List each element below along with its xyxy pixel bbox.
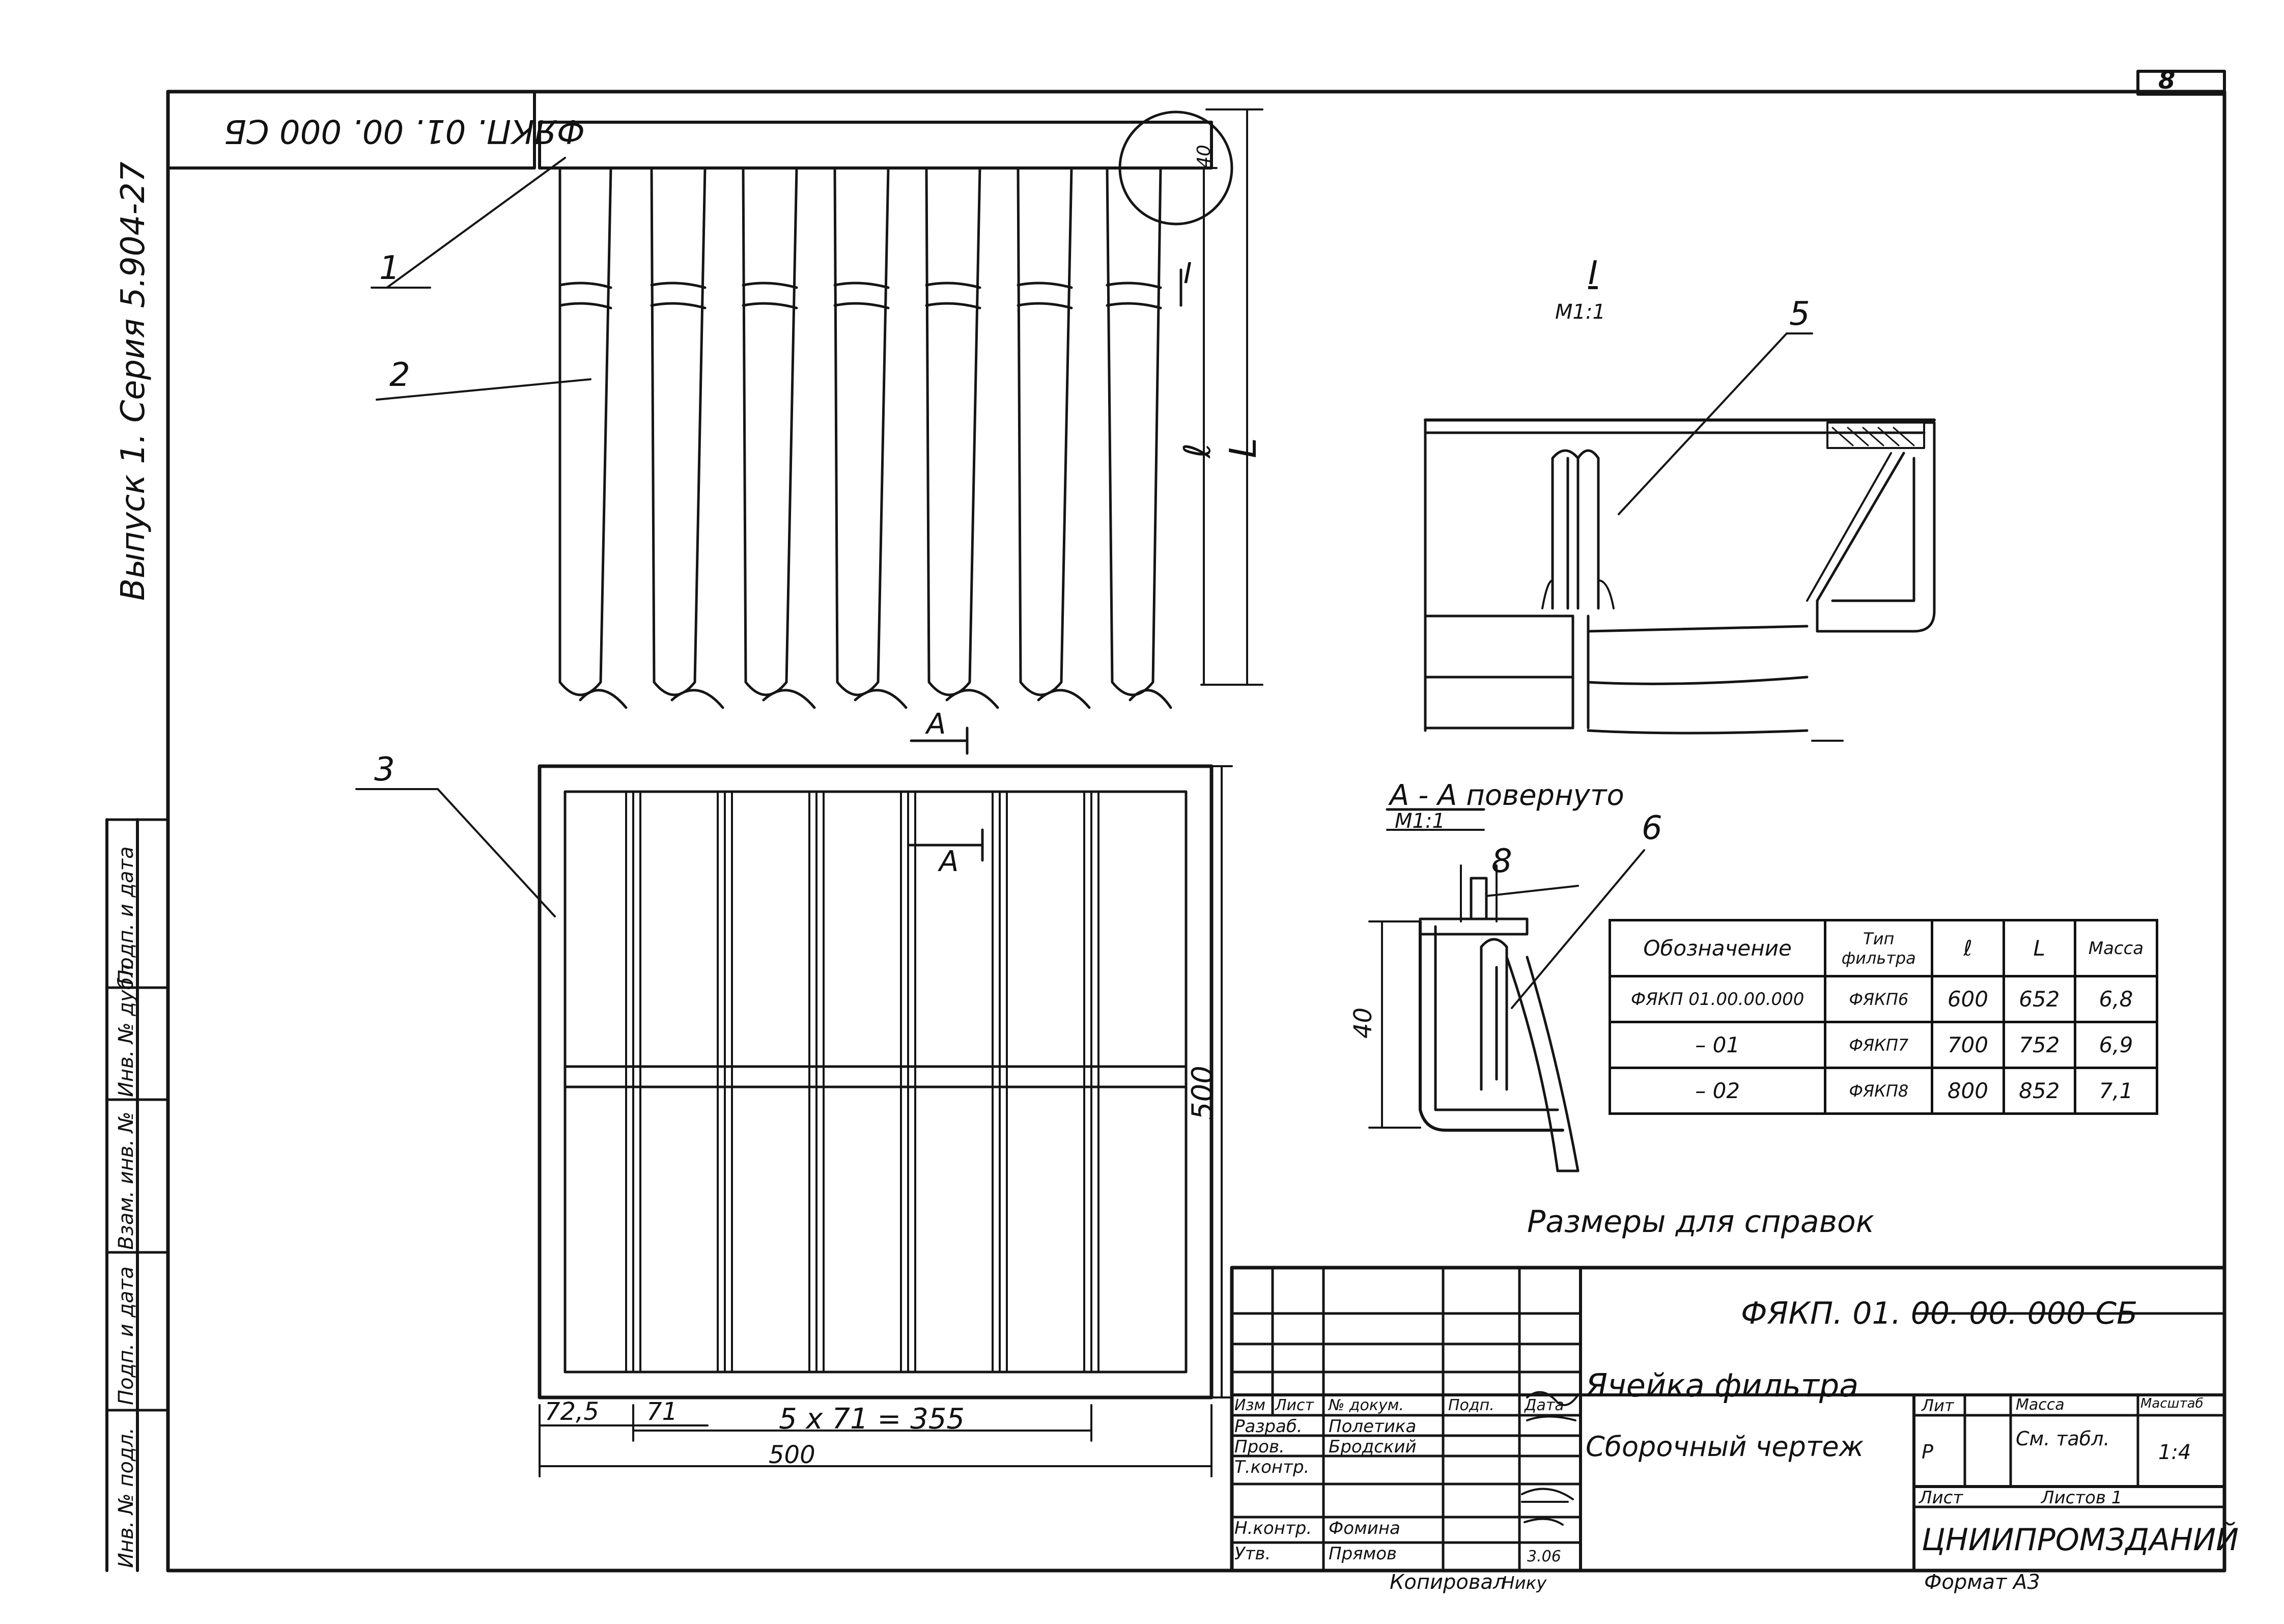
tb-signer-name: Прямов — [1329, 1544, 1397, 1564]
spec-header-mass: Масса — [2073, 919, 2159, 977]
section-I-scale: М1:1 — [1555, 300, 1605, 324]
tb-code: ФЯКП. 01. 00. 00. 000 СБ — [1741, 1296, 2138, 1331]
tb-scale-header: Масштаб — [2140, 1396, 2204, 1411]
tb-mass-header: Масса — [2016, 1396, 2065, 1414]
frame-rods — [625, 791, 1099, 1373]
tb-name-line1: Ячейка фильтра — [1586, 1367, 1859, 1404]
tb-role: Т.контр. — [1234, 1457, 1310, 1477]
tb-scale-value: 1:4 — [2158, 1441, 2191, 1464]
tb-role: Разраб. — [1234, 1416, 1303, 1437]
tb-col-header: Дата — [1525, 1396, 1564, 1414]
spec-cell: ФЯКП7 — [1824, 1021, 1934, 1069]
dim-500-right: 500 — [1186, 1066, 1219, 1120]
table-row: ФЯКП 01.00.00.000 ФЯКП6 600 652 6,8 — [1608, 975, 2159, 1023]
series-label: Выпуск 1. Серия 5.904-27 — [115, 161, 152, 601]
spec-header-type: Тип фильтра — [1824, 919, 1934, 977]
frame-top-bar — [538, 121, 1213, 170]
tb-sheet-label: Лист — [1919, 1488, 1963, 1508]
dim-40: 40 — [1349, 1007, 1377, 1039]
section-a-mark-top: А — [926, 708, 946, 741]
tb-name-line2: Сборочный чертеж — [1586, 1431, 1864, 1463]
section-I-title: I — [1588, 255, 1598, 292]
dim-40-detail: 40 — [1194, 145, 1215, 168]
spec-header-l: ℓ — [1931, 919, 2005, 977]
tb-col-header: № докум. — [1329, 1396, 1404, 1414]
side-stamp-label: Подп. и дата — [115, 1266, 138, 1405]
callout-3: 3 — [374, 751, 395, 789]
callout-8: 8 — [1491, 843, 1512, 880]
corner-box — [2136, 70, 2226, 96]
footer-format: Формат А3 — [1924, 1571, 2040, 1594]
tb-col-header: Подп. — [1448, 1396, 1495, 1414]
tb-role: Н.контр. — [1234, 1518, 1312, 1538]
detail-circle — [1118, 110, 1233, 226]
filter-bags — [558, 166, 1172, 709]
spec-cell: ФЯКП 01.00.00.000 — [1608, 975, 1827, 1023]
top-code-box — [166, 90, 536, 170]
footer-copied: Копировал — [1390, 1571, 1506, 1594]
spec-cell: 6,8 — [2073, 975, 2159, 1023]
spec-cell: 700 — [1931, 1021, 2005, 1069]
side-stamp-label: Инв. № подл. — [115, 1427, 138, 1568]
dim-5x71: 5 x 71 = 355 — [779, 1403, 965, 1436]
spec-header-L: L — [2002, 919, 2076, 977]
spec-cell: ФЯКП6 — [1824, 975, 1934, 1023]
section-a-mark-front: А — [939, 845, 959, 878]
spec-cell: 852 — [2002, 1067, 2076, 1115]
tb-lit-header: Лит — [1922, 1396, 1954, 1415]
spec-cell: ФЯКП8 — [1824, 1067, 1934, 1115]
spec-cell: 6,9 — [2073, 1021, 2159, 1069]
tb-signer-name: Бродский — [1329, 1437, 1417, 1457]
tb-sheets-label: Листов 1 — [2041, 1488, 2123, 1508]
spec-cell: 652 — [2002, 975, 2076, 1023]
frame-inner — [563, 790, 1188, 1374]
table-row: – 01 ФЯКП7 700 752 6,9 — [1608, 1021, 2159, 1069]
spec-header-designation: Обозначение — [1608, 919, 1827, 977]
tb-col-header: Лист — [1275, 1396, 1314, 1414]
tb-role: Утв. — [1234, 1544, 1271, 1564]
dim-500-bottom: 500 — [769, 1441, 815, 1469]
sheet-frame — [166, 90, 2226, 1573]
tb-mass-value: См. табл. — [2016, 1427, 2110, 1450]
spec-cell: 7,1 — [2073, 1067, 2159, 1115]
tb-signer-name: Полетика — [1329, 1416, 1417, 1437]
footer-copied-name: Нику — [1502, 1573, 1547, 1593]
tb-role: Пров. — [1234, 1437, 1285, 1457]
spec-cell: 800 — [1931, 1067, 2005, 1115]
section-aa-scale: М1:1 — [1395, 809, 1445, 833]
detail-mark: I — [1183, 257, 1192, 290]
dim-71: 71 — [646, 1397, 678, 1426]
spec-cell: 600 — [1931, 975, 2005, 1023]
frame-crossbar — [563, 1065, 1188, 1088]
spec-cell: 752 — [2002, 1021, 2076, 1069]
tb-col-header: Изм — [1234, 1396, 1266, 1414]
section-aa-title: А - А повернуто — [1390, 779, 1624, 812]
table-row: – 02 ФЯКП8 800 852 7,1 — [1608, 1067, 2159, 1115]
tb-date-small: 3.06 — [1527, 1548, 1561, 1565]
spec-cell: – 02 — [1608, 1067, 1827, 1115]
callout-6: 6 — [1642, 809, 1662, 847]
dim-l-small: ℓ — [1176, 443, 1219, 458]
callout-5: 5 — [1789, 295, 1810, 333]
spec-table: Обозначение Тип фильтра ℓ L Масса ФЯКП 0… — [1608, 919, 2159, 1115]
callout-2: 2 — [389, 356, 410, 394]
side-stamp-label: Взам. инв. № — [115, 1111, 138, 1250]
dim-L-big: L — [1222, 437, 1264, 458]
tb-organization: ЦНИИПРОМЗДАНИЙ — [1922, 1522, 2239, 1558]
tb-lit-value: Р — [1922, 1441, 1933, 1463]
callout-1: 1 — [379, 249, 400, 287]
corner-page-number: 8 — [2158, 66, 2176, 95]
title-block-frame — [1230, 1266, 2226, 1573]
side-stamp-label: Подп. и дата — [115, 846, 138, 985]
top-code-rotated: ФЯКП. 01. 00. 000 СБ — [224, 112, 585, 150]
dim-72-5: 72,5 — [545, 1397, 599, 1426]
reference-note: Размеры для справок — [1527, 1204, 1874, 1240]
tb-signer-name: Фомина — [1329, 1518, 1400, 1538]
frame-outer — [538, 764, 1214, 1399]
spec-cell: – 01 — [1608, 1021, 1827, 1069]
